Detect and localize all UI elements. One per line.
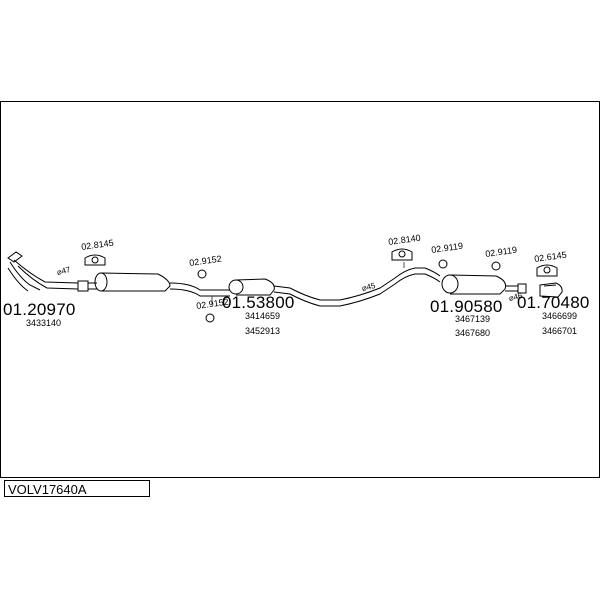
diagram-title-box: VOLV17640A (4, 480, 150, 497)
main-pipe-drawing (88, 267, 441, 307)
part-ref: 3467680 (455, 328, 491, 338)
fitting-hanger-02-8145 (84, 254, 106, 266)
part-number: 01.20970 (3, 300, 76, 319)
part-ref: 3414659 (245, 311, 281, 321)
leader-lines (211, 262, 405, 304)
fitting-ring-02-9119-a (438, 259, 448, 269)
fitting-ring-02-9152-a (197, 269, 207, 279)
front-pipe-drawing (7, 251, 89, 292)
rear-muffler-drawing (441, 274, 527, 295)
tailpipe-drawing (539, 282, 563, 298)
part-number: 01.70480 (517, 293, 590, 312)
fitting-ring-02-9119-b (491, 261, 501, 271)
fitting-hanger-02-6145 (536, 264, 558, 277)
diagram-title: VOLV17640A (8, 482, 87, 497)
part-ref: 3466701 (542, 326, 578, 336)
part-ref: 3467139 (455, 314, 491, 324)
part-number: 01.90580 (430, 297, 503, 316)
part-number: 01.53800 (222, 293, 295, 312)
fitting-ring-02-9152-b (205, 313, 215, 323)
part-ref: 3466699 (542, 311, 578, 321)
part-ref: 3433140 (26, 318, 62, 328)
fitting-hanger-02-8140 (391, 248, 413, 261)
part-ref: 3452913 (245, 326, 281, 336)
